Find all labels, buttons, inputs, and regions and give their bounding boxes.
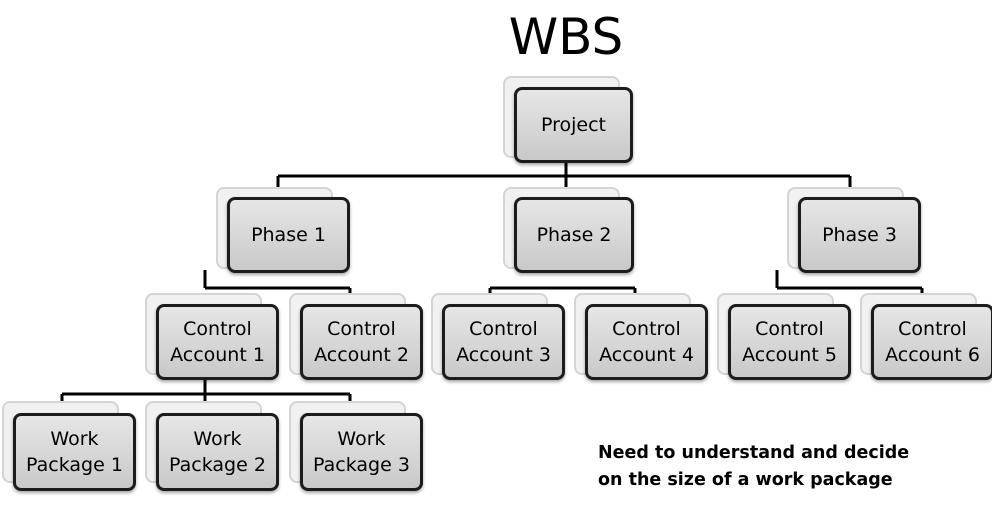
node-control-account-1-box: Control Account 1 bbox=[156, 304, 279, 380]
node-project-box: Project bbox=[514, 87, 633, 163]
node-phase-2-box: Phase 2 bbox=[514, 197, 634, 273]
node-control-account-2-box: Control Account 2 bbox=[300, 304, 423, 380]
node-work-package-2-box: Work Package 2 bbox=[156, 413, 279, 491]
node-phase-1-box: Phase 1 bbox=[227, 197, 350, 273]
diagram-title: WBS bbox=[508, 8, 624, 66]
node-control-account-5-box: Control Account 5 bbox=[728, 304, 851, 380]
node-control-account-4-box: Control Account 4 bbox=[585, 304, 708, 380]
node-work-package-1-box: Work Package 1 bbox=[13, 413, 136, 491]
node-work-package-3-box: Work Package 3 bbox=[300, 413, 423, 491]
annotation-note: Need to understand and decide on the siz… bbox=[598, 443, 910, 490]
node-control-account-3-box: Control Account 3 bbox=[442, 304, 565, 380]
node-control-account-6-box: Control Account 6 bbox=[871, 304, 992, 380]
node-phase-3-box: Phase 3 bbox=[798, 197, 921, 273]
